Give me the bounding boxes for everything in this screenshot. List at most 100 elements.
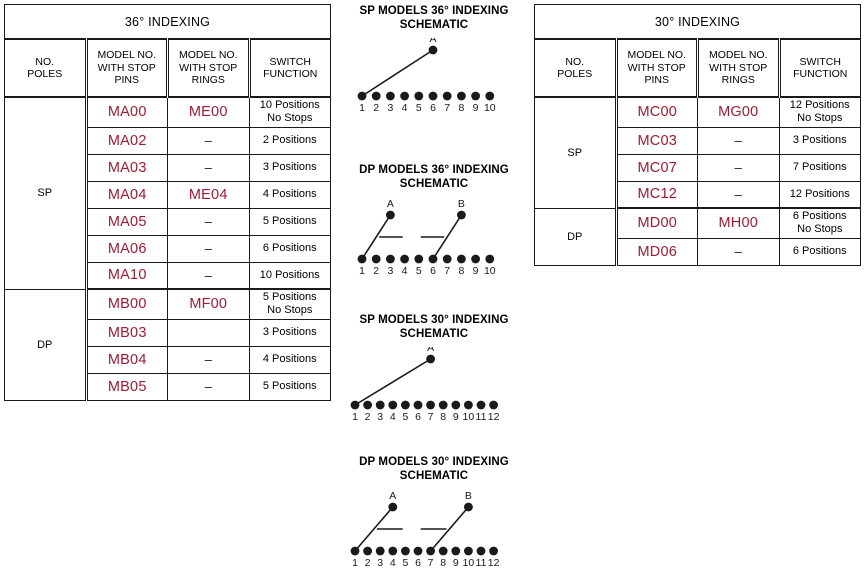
terminal-label: 8	[458, 265, 464, 277]
poles-group-dp: DP	[534, 207, 618, 266]
wiper-arm	[361, 49, 434, 97]
terminal-dot	[438, 546, 448, 556]
terminal-dot	[426, 400, 435, 410]
model-number-stop-pins: MA03	[85, 153, 168, 182]
terminal-dot	[464, 546, 473, 556]
pole-terminal-dot	[428, 45, 438, 55]
switch-function: 3 Positions	[248, 153, 331, 182]
switch-function: 3 Positions	[248, 318, 331, 347]
table-row: MA10–10 Positions	[5, 261, 331, 290]
model-number-stop-pins: MA05	[85, 207, 168, 236]
schematic-title-line2: SCHEMATIC	[399, 470, 469, 482]
model-number-stop-pins: MB05	[85, 372, 168, 401]
terminal-dot	[400, 254, 409, 264]
terminal-label: 1	[352, 557, 358, 569]
terminal-label: 2	[365, 557, 371, 569]
wiper-arm	[361, 214, 392, 260]
schematic-title-line2: SCHEMATIC	[399, 19, 469, 31]
terminal-dot	[413, 400, 423, 410]
poles-group-sp: SP	[534, 96, 618, 209]
model-number-stop-rings	[167, 318, 250, 347]
terminal-label: 4	[390, 411, 396, 423]
terminal-dot	[428, 254, 438, 264]
table-row: MC03–3 Positions	[535, 126, 861, 155]
switch-function: 6 Positions	[248, 234, 331, 263]
model-number-stop-rings: MG00	[697, 96, 780, 128]
model-number-stop-rings: –	[167, 126, 250, 155]
model-number-stop-pins: MC12	[615, 180, 698, 209]
terminal-label: 6	[415, 411, 421, 423]
terminal-dot	[485, 91, 495, 101]
model-number-stop-pins: MC07	[615, 153, 698, 182]
schematic-title: SP MODELS 30° INDEXING SCHEMATIC	[324, 313, 544, 341]
terminal-label: 9	[453, 411, 459, 423]
terminal-label: 2	[373, 265, 379, 277]
model-number-stop-rings: –	[167, 153, 250, 182]
switch-function: 5 Positions	[248, 207, 331, 236]
terminal-dot	[400, 91, 409, 101]
model-number-stop-rings: ME00	[167, 96, 250, 128]
column-header-poles: NO.POLES	[534, 38, 617, 98]
terminal-label: 10	[484, 265, 496, 277]
pole-label: B	[465, 490, 472, 502]
wiper-arm	[354, 506, 394, 552]
schematic-title: DP MODELS 30° INDEXING SCHEMATIC	[324, 455, 544, 483]
switch-function: 2 Positions	[248, 126, 331, 155]
terminal-label: 1	[352, 411, 358, 423]
terminal-label: 3	[387, 265, 393, 277]
model-number-stop-rings: –	[167, 261, 250, 290]
model-number-stop-rings: –	[167, 372, 250, 401]
model-number-stop-rings: –	[697, 180, 780, 209]
terminal-label: 7	[428, 557, 434, 569]
pole-terminal-dot	[457, 210, 466, 220]
terminal-dot	[401, 546, 410, 556]
pole-label: A	[429, 38, 436, 45]
terminal-dot	[451, 546, 461, 556]
terminal-dot	[350, 400, 360, 410]
terminal-dot	[489, 546, 498, 556]
model-number-stop-pins: MD06	[615, 237, 698, 266]
wiper-arm	[429, 506, 470, 552]
terminal-label: 3	[377, 411, 383, 423]
model-number-stop-pins: MA10	[85, 261, 168, 290]
terminal-label: 6	[415, 557, 421, 569]
terminal-dot	[413, 546, 423, 556]
poles-group-sp: SP	[4, 96, 88, 290]
pole-label: B	[458, 198, 465, 210]
model-number-stop-rings: –	[167, 207, 250, 236]
terminal-label: 5	[402, 411, 408, 423]
terminal-label: 9	[453, 557, 459, 569]
terminal-dot	[371, 91, 381, 101]
table-row: MA02–2 Positions	[5, 126, 331, 155]
terminal-label: 2	[373, 102, 379, 114]
terminal-label: 1	[359, 102, 365, 114]
model-number-stop-pins: MA06	[85, 234, 168, 263]
terminal-label: 8	[458, 102, 464, 114]
model-number-stop-rings: ME04	[167, 180, 250, 209]
terminal-label: 10	[463, 411, 475, 423]
switch-function: 7 Positions	[778, 153, 861, 182]
model-number-stop-pins: MC03	[615, 126, 698, 155]
switch-function: 4 Positions	[248, 180, 331, 209]
model-number-stop-rings: MF00	[167, 288, 250, 320]
terminal-dot	[363, 400, 372, 410]
schematic-title-line1: DP MODELS 30° INDEXING	[359, 456, 509, 468]
terminal-dot	[471, 254, 480, 264]
schematic-title-line1: SP MODELS 36° INDEXING	[359, 5, 509, 17]
